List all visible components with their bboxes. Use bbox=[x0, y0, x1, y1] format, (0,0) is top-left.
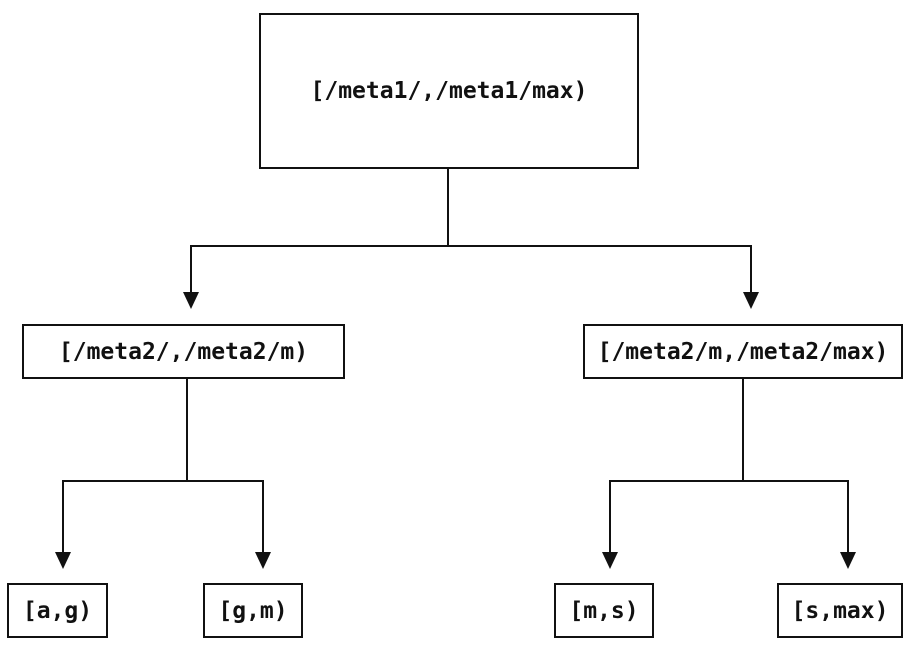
edge-root-bus bbox=[190, 245, 752, 247]
arrowhead-to-right-node-icon bbox=[743, 292, 759, 309]
edge-root-to-left-drop bbox=[190, 245, 192, 293]
edge-right-to-smax-drop bbox=[847, 480, 849, 553]
tree-leaf-g-m: [g,m) bbox=[203, 583, 303, 638]
edge-left-bus bbox=[62, 480, 264, 482]
tree-node-root: [/meta1/,/meta1/max) bbox=[259, 13, 639, 169]
tree-node-meta2-upper: [/meta2/m,/meta2/max) bbox=[583, 324, 903, 379]
arrowhead-to-ag-icon bbox=[55, 552, 71, 569]
arrowhead-to-left-node-icon bbox=[183, 292, 199, 309]
edge-root-to-right-drop bbox=[750, 245, 752, 293]
tree-leaf-s-max: [s,max) bbox=[777, 583, 903, 638]
arrowhead-to-gm-icon bbox=[255, 552, 271, 569]
edge-left-to-ag-drop bbox=[62, 480, 64, 553]
edge-right-to-ms-drop bbox=[609, 480, 611, 553]
edge-left-to-gm-drop bbox=[262, 480, 264, 553]
edge-left-stem bbox=[186, 379, 188, 481]
edge-root-stem bbox=[447, 169, 449, 246]
edge-right-bus bbox=[609, 480, 849, 482]
tree-node-meta2-lower: [/meta2/,/meta2/m) bbox=[22, 324, 345, 379]
tree-leaf-a-g: [a,g) bbox=[7, 583, 108, 638]
arrowhead-to-ms-icon bbox=[602, 552, 618, 569]
edge-right-stem bbox=[742, 379, 744, 481]
arrowhead-to-smax-icon bbox=[840, 552, 856, 569]
tree-leaf-m-s: [m,s) bbox=[554, 583, 654, 638]
